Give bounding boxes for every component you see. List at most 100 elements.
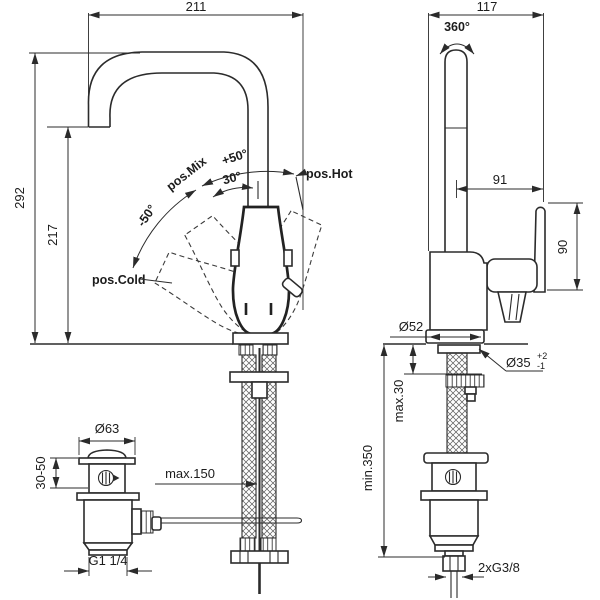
- body-column-side: [429, 251, 488, 331]
- brand-logo: [97, 469, 120, 487]
- dim-hole-tol-lower: -1: [537, 361, 545, 371]
- handle-position-cold-dashed: [154, 251, 282, 337]
- spout-tube: [444, 49, 468, 252]
- waste-taper: [82, 542, 134, 551]
- waste-plug-dome: [87, 449, 127, 459]
- dim-spout-height: 217: [45, 126, 88, 343]
- swivel-annotation: 360°: [439, 20, 475, 55]
- rod-guide-fitting: [251, 381, 268, 399]
- side-lever: [281, 277, 304, 298]
- dim-base-dia-value: Ø52: [399, 319, 424, 334]
- hose-end-bar-facets: [239, 551, 279, 563]
- spout-outer-edge: [87, 51, 269, 208]
- waste-mid-flange: [76, 492, 140, 501]
- dim-hole-tol-upper: +2: [537, 351, 547, 361]
- label-pos-mix: pos.Mix: [164, 154, 209, 194]
- dim-total-height-value: 292: [12, 187, 27, 209]
- label-swing-minus: -50°: [134, 202, 159, 229]
- spout-inner-edge: [109, 72, 249, 208]
- dim-hole-dia-value: Ø35: [506, 355, 531, 370]
- waste-washer-side: [423, 452, 489, 464]
- handle-grip-side: [486, 258, 538, 293]
- waste-upper-body-side: [431, 462, 477, 492]
- mounting-nut-tab-2: [466, 393, 476, 402]
- spout-side: [444, 49, 468, 252]
- waste-stub-side: [434, 544, 474, 552]
- supply-nut: [442, 555, 466, 572]
- brand-logo-hatch: [101, 471, 111, 485]
- dim-total-height: 292: [12, 52, 140, 343]
- swivel-arc: [439, 43, 475, 55]
- dim-waste-thread-value: G1 1/4: [88, 553, 127, 568]
- under-deck-side: [420, 344, 489, 598]
- dim-handle-reach-value: 91: [493, 172, 507, 187]
- side-lever-knob: [281, 277, 304, 298]
- waste-upper-body: [88, 463, 126, 494]
- swing-annotations: +50° 30° -50° pos.Mix pos.Hot pos.Cold: [92, 146, 353, 287]
- dim-rod-reach: max.150: [155, 466, 257, 488]
- hose-end-nut-left: [239, 537, 256, 552]
- faucet-body-front: [230, 205, 304, 345]
- waste-flange: [78, 457, 136, 465]
- dim-hole-dia: Ø35 +2 -1: [478, 348, 547, 372]
- pop-up-rod-end-cap: [296, 517, 303, 524]
- dim-supply-thread-value: 2xG3/8: [478, 560, 520, 575]
- leader-pos-hot-2: [295, 176, 304, 211]
- supply-nut-facets: [449, 556, 459, 571]
- dim-spout-height-value: 217: [45, 224, 60, 246]
- handle-front: [231, 205, 291, 336]
- pop-up-waste-front: Ø63 30-50 G1 1/4: [33, 421, 162, 576]
- waste-taper-side: [428, 535, 480, 546]
- arc-mix-30: [212, 183, 254, 198]
- threaded-shank-hose: [446, 352, 468, 454]
- handle-side-clip-left: [230, 249, 240, 267]
- waste-lower-body-side: [429, 499, 479, 537]
- dim-spout-reach: 211: [88, 0, 304, 310]
- cartridge-cone: [496, 291, 527, 323]
- front-view: 211 292 217: [12, 0, 353, 594]
- dim-handle-height: 90: [547, 202, 583, 291]
- dim-body-depth-value: 117: [477, 0, 498, 14]
- leader-line: [478, 348, 507, 372]
- label-mix-angle: 30°: [221, 169, 243, 187]
- dim-base-dia: Ø52: [390, 319, 481, 341]
- hose-connector-right: [262, 344, 278, 356]
- mounting-nut-tab: [464, 386, 477, 395]
- label-pos-cold: pos.Cold: [92, 273, 145, 287]
- waste-lower-body: [83, 499, 133, 544]
- side-view: 117 360° 91: [360, 0, 583, 598]
- dim-deck-max-value: max.30: [391, 380, 406, 423]
- arc-swing-plus50: [201, 168, 295, 187]
- handle-side-clip-right: [283, 249, 293, 267]
- brand-logo-side: [444, 468, 462, 486]
- base-washer: [437, 344, 481, 354]
- leader-pos-hot: [295, 168, 308, 177]
- cartridge-cone-lines: [508, 293, 520, 321]
- faucet-body-side: [425, 206, 546, 344]
- dim-waste-flange-dia-value: Ø63: [95, 421, 120, 436]
- waste-side-port: [131, 508, 142, 535]
- dim-deck-max: max.30: [391, 345, 482, 422]
- mounting-plate: [229, 371, 289, 383]
- body-base-front: [232, 332, 289, 345]
- dim-handle-height-value: 90: [555, 240, 570, 254]
- dim-plug-stroke-value: 30-50: [33, 456, 48, 489]
- brand-logo-circle: [444, 468, 462, 486]
- dim-rod-reach-value: max.150: [165, 466, 215, 481]
- brand-logo-hatch: [448, 470, 458, 484]
- hose-connector-left: [238, 344, 254, 356]
- dim-hose-min: min.350: [360, 345, 445, 558]
- label-swivel: 360°: [444, 20, 470, 34]
- mounting-nut: [445, 374, 485, 388]
- arc-swing-minus50: [132, 189, 197, 269]
- hose-end-nut-right: [260, 537, 277, 552]
- waste-mid-flange-side: [420, 490, 488, 501]
- brand-logo-arrow: [113, 474, 120, 482]
- ball-joint-knob: [151, 516, 162, 531]
- dim-body-depth: 117: [428, 0, 544, 251]
- leader-pos-cold: [139, 278, 173, 284]
- dim-supply-thread: 2xG3/8: [428, 560, 520, 581]
- waste-thread-stub: [88, 549, 128, 556]
